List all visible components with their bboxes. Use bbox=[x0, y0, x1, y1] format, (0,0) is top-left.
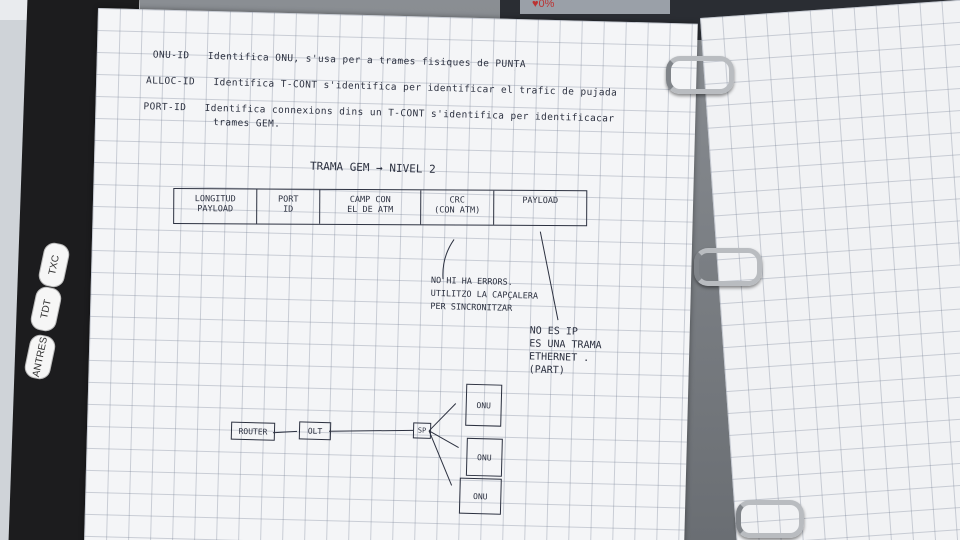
binder-ring bbox=[736, 500, 804, 538]
onu-label: ONU bbox=[477, 452, 492, 462]
onu-label: ONU bbox=[476, 400, 492, 410]
note-key: ONU-ID bbox=[152, 49, 190, 62]
note-port-id-line2: trames GEM. bbox=[212, 117, 281, 130]
frame-title: TRAMA GEM → NIVEL 2 bbox=[309, 159, 436, 176]
notebook-page: ONU-ID Identifica ONU, s'usa per a trame… bbox=[83, 8, 698, 540]
splitter-box: SP bbox=[412, 422, 432, 439]
note-text: Identifica T-CONT s'identifica per ident… bbox=[213, 77, 618, 99]
annotation-crc: NO HI HA ERRORS. UTILITZO LA CAPÇALERA P… bbox=[430, 275, 539, 314]
top-label: ♥0% bbox=[532, 0, 555, 10]
onu-box: ONU bbox=[458, 477, 502, 515]
onu-box: ONU bbox=[465, 437, 503, 477]
router-box: ROUTER bbox=[230, 421, 276, 441]
annotation-payload: NO ES IP ES UNA TRAMA ETHERNET . (PART) bbox=[528, 325, 602, 377]
note-alloc-id: ALLOC-ID Identifica T-CONT s'identifica … bbox=[146, 75, 617, 98]
frame-field: PAYLOAD bbox=[522, 195, 559, 207]
note-key: PORT-ID bbox=[143, 101, 187, 114]
binder-ring bbox=[694, 248, 762, 286]
note-key: ALLOC-ID bbox=[145, 75, 196, 88]
frame-field: CRC(CON ATM) bbox=[421, 190, 495, 225]
onu-label: ONU bbox=[473, 491, 488, 501]
note-text: Identifica ONU, s'usa per a trames fisiq… bbox=[207, 50, 527, 71]
note-onu-id: ONU-ID Identifica ONU, s'usa per a trame… bbox=[153, 49, 526, 70]
binder-ring bbox=[666, 56, 734, 94]
olt-box: OLT bbox=[298, 421, 332, 441]
onu-box: ONU bbox=[465, 383, 503, 427]
background-object bbox=[520, 0, 670, 14]
